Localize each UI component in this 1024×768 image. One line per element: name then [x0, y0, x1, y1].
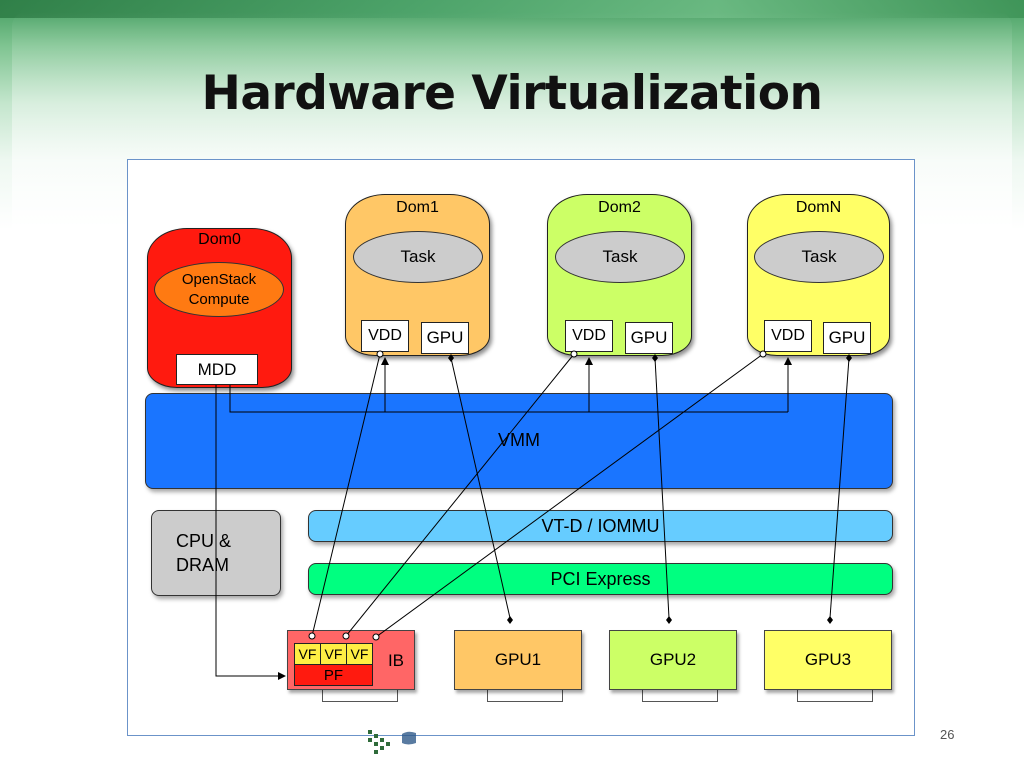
dom1-task-ellipse: Task — [353, 231, 483, 283]
gpu2-label: GPU2 — [649, 650, 697, 669]
domn-task-ellipse: Task — [754, 231, 884, 283]
vf-3-box: VF — [346, 643, 373, 665]
gpu1-card: GPU1 — [454, 630, 582, 690]
page-number: 26 — [940, 727, 955, 742]
dom1-vdd-box: VDD — [361, 320, 409, 352]
ib-label: IB — [387, 651, 404, 670]
vf-1-box: VF — [294, 643, 321, 665]
openstack-compute-label: OpenStack Compute — [181, 271, 257, 308]
dom2-gpu-box: GPU — [625, 322, 673, 354]
domn-vdd-box: VDD — [764, 320, 812, 352]
dom2-gpu-label: GPU — [630, 328, 668, 347]
gpu2-card-foot — [642, 688, 718, 702]
pf-label: PF — [323, 666, 344, 684]
vtd-iommu-layer: VT-D / IOMMU — [308, 510, 893, 542]
domn-gpu-label: GPU — [828, 328, 866, 347]
dom1-gpu-label: GPU — [426, 328, 464, 347]
dom0-label: Dom0 — [198, 231, 241, 248]
dom2-vdd-box: VDD — [565, 320, 613, 352]
pf-box: PF — [294, 664, 373, 686]
slide-title: Hardware Virtualization — [201, 66, 823, 121]
dom1-vdd-label: VDD — [368, 327, 402, 344]
gpu3-label: GPU3 — [804, 650, 852, 669]
openstack-compute-ellipse: OpenStack Compute — [154, 262, 284, 317]
vf-3-label: VF — [350, 646, 369, 662]
dom2-task-label: Task — [602, 247, 638, 266]
logo-mark — [368, 730, 416, 754]
mdd-label: MDD — [197, 359, 237, 379]
dom2-task-ellipse: Task — [555, 231, 685, 283]
vmm-label: VMM — [498, 430, 540, 450]
vtd-iommu-label: VT-D / IOMMU — [541, 515, 660, 536]
gpu1-card-foot — [487, 688, 563, 702]
vf-1-label: VF — [298, 646, 317, 662]
gpu1-label: GPU1 — [494, 650, 542, 669]
cpu-dram-box: CPU & DRAM — [151, 510, 281, 596]
dom2-label: Dom2 — [598, 199, 641, 216]
dom2-vdd-label: VDD — [572, 327, 606, 344]
dom1-task-label: Task — [400, 247, 436, 266]
pci-express-label: PCI Express — [550, 568, 651, 589]
domn-task-label: Task — [801, 247, 837, 266]
domn-vdd-label: VDD — [771, 327, 805, 344]
vf-2-label: VF — [324, 646, 343, 662]
domn-gpu-box: GPU — [823, 322, 871, 354]
cpu-dram-label: CPU & DRAM — [176, 530, 232, 575]
domn-label: DomN — [795, 199, 842, 216]
gpu3-card-foot — [797, 688, 873, 702]
vf-2-box: VF — [320, 643, 347, 665]
pci-express-layer: PCI Express — [308, 563, 893, 595]
gpu3-card: GPU3 — [764, 630, 892, 690]
ib-card-foot — [322, 688, 398, 702]
vmm-layer: VMM — [145, 393, 893, 489]
dom1-gpu-box: GPU — [421, 322, 469, 354]
mdd-box: MDD — [176, 354, 258, 385]
gpu2-card: GPU2 — [609, 630, 737, 690]
dom1-label: Dom1 — [396, 199, 439, 216]
